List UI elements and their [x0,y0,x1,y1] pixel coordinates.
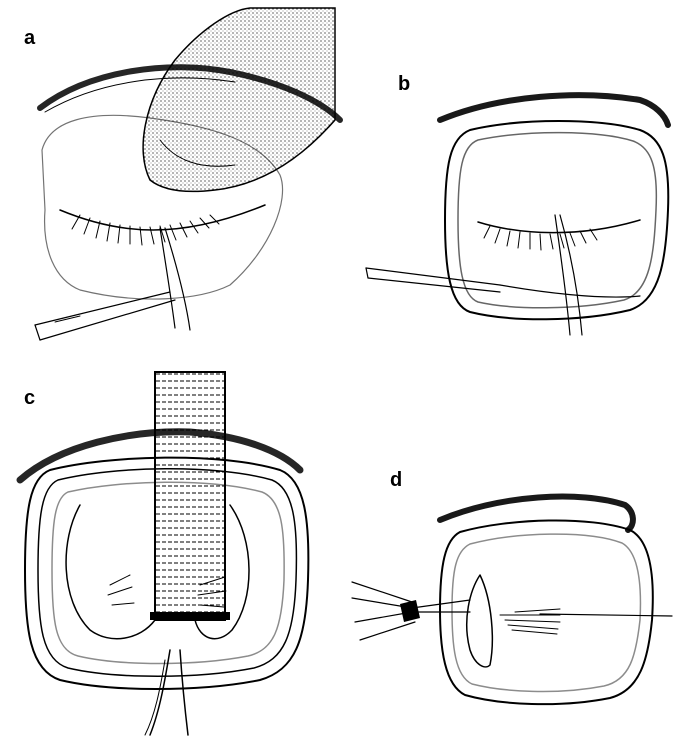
panel-d-drawing [351,493,673,706]
panel-a-drawing [34,7,343,341]
panel-label-c: c [24,387,36,409]
panel-b-drawing [365,92,671,336]
panel-label-a: a [24,27,36,49]
panel-label-b: b [398,73,411,95]
panel-c-drawing [16,371,310,736]
panel-label-d: d [390,469,403,491]
